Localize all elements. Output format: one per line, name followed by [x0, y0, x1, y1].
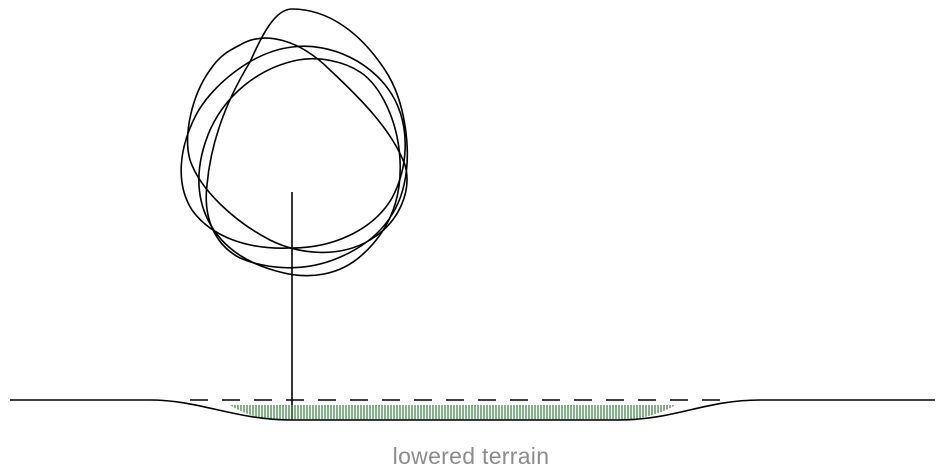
canopy-loop: [205, 8, 409, 269]
diagram-caption: lowered terrain: [392, 443, 550, 469]
canopy-loop: [198, 57, 401, 277]
grass-fill: [230, 405, 676, 420]
terrain-profile: [10, 399, 935, 421]
tree-canopy: [180, 8, 409, 277]
canopy-loop: [180, 45, 406, 249]
canopy-loop: [186, 37, 408, 254]
